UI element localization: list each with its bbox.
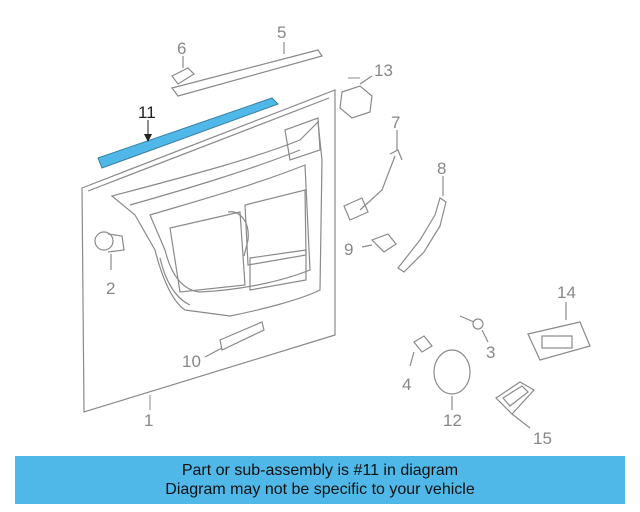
callout-12: 12	[443, 411, 462, 430]
callout-10: 10	[182, 352, 201, 371]
callout-6: 6	[177, 39, 187, 58]
banner-line-2: Diagram may not be specific to your vehi…	[165, 481, 475, 498]
part-8-handle	[397, 176, 447, 273]
callout-2: 2	[106, 279, 116, 298]
callout-15: 15	[533, 429, 552, 448]
callout-13: 13	[374, 61, 393, 80]
part-5-molding	[170, 42, 323, 97]
door-trim-panel	[81, 89, 336, 413]
callout-5: 5	[277, 23, 287, 42]
callout-7: 7	[391, 113, 401, 132]
part-7-rod	[343, 130, 403, 221]
callout-11: 11	[138, 103, 156, 122]
part-10-pad	[204, 321, 265, 358]
part-4-clip	[409, 335, 433, 367]
part-6-clip	[171, 56, 195, 85]
info-banner: Part or sub-assembly is #11 in diagram D…	[15, 456, 625, 504]
part-15-handle	[495, 381, 535, 429]
part-9-bracket	[361, 233, 397, 253]
callout-4: 4	[402, 375, 412, 394]
part-3-screw	[459, 315, 489, 343]
part-2-bolt	[94, 231, 125, 270]
callout-3: 3	[486, 343, 496, 362]
part-11-weatherstrip	[97, 97, 279, 169]
banner-line-1: Part or sub-assembly is #11 in diagram	[181, 462, 459, 479]
callout-1: 1	[144, 411, 154, 430]
part-12-cover	[433, 349, 471, 410]
callout-14: 14	[557, 283, 576, 302]
callout-8: 8	[437, 159, 447, 178]
part-14-latch	[527, 302, 591, 361]
callout-9: 9	[344, 240, 354, 259]
part-13-switch	[339, 75, 373, 119]
